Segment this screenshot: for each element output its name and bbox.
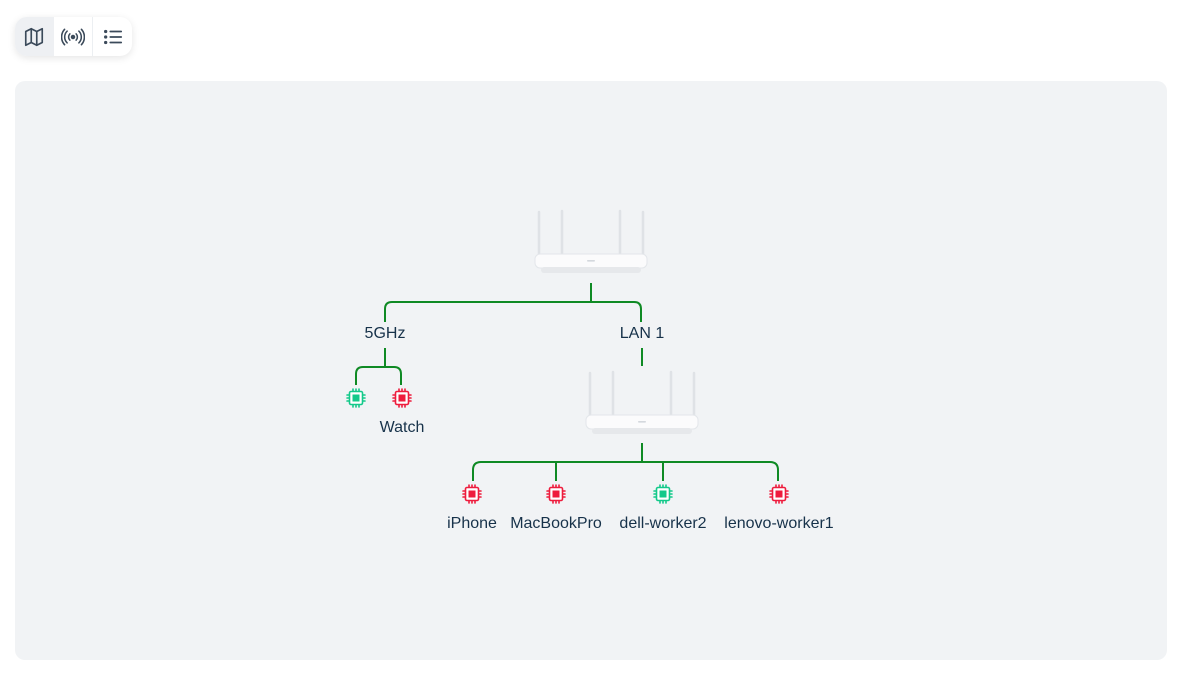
branch-label-lan1: LAN 1: [619, 325, 665, 342]
main-router-icon[interactable]: [531, 208, 651, 278]
device-chip-offline-icon[interactable]: [462, 484, 482, 504]
link-wifi-bus: [355, 366, 402, 385]
link-root-bus: [384, 301, 642, 322]
device-chip-offline-icon[interactable]: [769, 484, 789, 504]
wireless-view-button[interactable]: [54, 17, 94, 56]
branch-label-5ghz: 5GHz: [364, 325, 406, 342]
device-chip-offline-icon[interactable]: [392, 388, 412, 408]
device-label-lenovo-worker1: lenovo-worker1: [724, 515, 834, 532]
view-switcher: [15, 17, 132, 56]
device-chip-offline-icon[interactable]: [546, 484, 566, 504]
device-label-watch: Watch: [379, 419, 425, 436]
list-view-button[interactable]: [93, 17, 132, 56]
map-view-button[interactable]: [15, 17, 54, 56]
map-icon: [25, 27, 44, 46]
link-lan-bus: [472, 461, 779, 481]
broadcast-icon: [61, 28, 85, 45]
topology-links: [355, 283, 779, 481]
topology-canvas: 5GHz LAN 1 Watch iPhone: [15, 81, 1167, 660]
list-icon: [103, 29, 122, 44]
device-label-dell-worker2: dell-worker2: [619, 515, 707, 532]
device-chip-online-icon[interactable]: [346, 388, 366, 408]
lan-router-icon[interactable]: [582, 369, 702, 439]
device-label-macbookpro: MacBookPro: [510, 515, 602, 532]
device-chip-online-icon[interactable]: [653, 484, 673, 504]
device-label-iphone: iPhone: [447, 515, 497, 532]
